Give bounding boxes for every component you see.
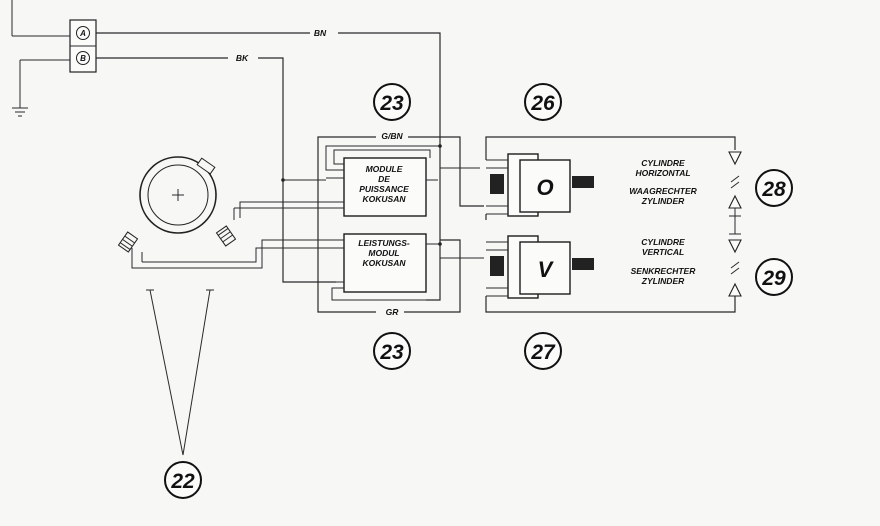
svg-text:23: 23 — [379, 341, 404, 364]
ignition-coil-icon: O V — [486, 153, 594, 299]
callout-26: 26 — [524, 83, 562, 121]
ground-icon — [12, 107, 28, 117]
svg-text:29: 29 — [761, 267, 786, 290]
coil-bottom-letter: V — [538, 257, 555, 282]
callout-23-top: 23 — [373, 83, 411, 121]
wire-bn-label: BN — [314, 28, 327, 38]
flywheel-icon — [139, 156, 217, 234]
callout-28: 28 — [755, 169, 793, 207]
module-bottom-line3: KOKUSAN — [363, 258, 407, 268]
callout-23-bottom: 23 — [373, 332, 411, 370]
wire-bk-label: BK — [236, 53, 249, 63]
svg-text:23: 23 — [379, 92, 404, 115]
cyl-v-de1: SENKRECHTER — [631, 266, 697, 276]
connector-block: A B — [11, 0, 97, 117]
cyl-v-fr1: CYLINDRE — [641, 237, 685, 247]
callout-29: 29 — [755, 258, 793, 296]
module-top-line2: DE — [378, 174, 390, 184]
pin-b-label: B — [80, 54, 86, 63]
pickup-leads — [146, 289, 214, 456]
power-module-top: MODULE DE PUISSANCE KOKUSAN — [234, 144, 480, 218]
wire-bk: BK — [96, 53, 336, 283]
svg-text:27: 27 — [530, 341, 556, 364]
cyl-v-fr2: VERTICAL — [642, 247, 684, 257]
module-bottom-line1: LEISTUNGS- — [358, 238, 410, 248]
svg-text:26: 26 — [530, 92, 555, 115]
coil-vertical: V — [486, 235, 594, 299]
pin-b — [76, 51, 90, 65]
callout-27: 27 — [524, 332, 562, 370]
wire-gr-label: GR — [386, 307, 400, 317]
pin-a-label: A — [79, 29, 86, 38]
module-top-line4: KOKUSAN — [363, 194, 407, 204]
coil-horizontal: O — [486, 153, 594, 217]
cyl-v-de2: ZYLINDER — [641, 276, 685, 286]
cyl-h-de2: ZYLINDER — [641, 196, 685, 206]
power-module-bottom-box — [343, 233, 427, 293]
svg-text:28: 28 — [761, 178, 786, 201]
pin-a — [76, 26, 90, 40]
cyl-h-fr2: HORIZONTAL — [635, 168, 690, 178]
cylinder-horizontal-labels: CYLINDRE HORIZONTAL WAAGRECHTER ZYLINDER — [629, 158, 697, 206]
power-module-bottom: LEISTUNGS- MODUL KOKUSAN — [131, 233, 484, 301]
module-top-line1: MODULE — [366, 164, 403, 174]
module-frame: G/BN GR — [317, 131, 484, 317]
svg-text:22: 22 — [170, 470, 195, 493]
module-top-line3: PUISSANCE — [359, 184, 409, 194]
spark-plug-icon — [728, 151, 742, 297]
wire-gbn-label: G/BN — [381, 131, 403, 141]
callout-22: 22 — [164, 461, 202, 499]
pickup-sensor-icon — [117, 208, 237, 262]
coil-top-letter: O — [536, 175, 553, 200]
cylinder-vertical-labels: CYLINDRE VERTICAL SENKRECHTER ZYLINDER — [631, 237, 697, 286]
power-module-top-box — [343, 157, 427, 217]
cyl-h-de1: WAAGRECHTER — [629, 186, 697, 196]
module-bottom-line2: MODUL — [368, 248, 399, 258]
cyl-h-fr1: CYLINDRE — [641, 158, 685, 168]
hv-wires — [485, 136, 736, 313]
